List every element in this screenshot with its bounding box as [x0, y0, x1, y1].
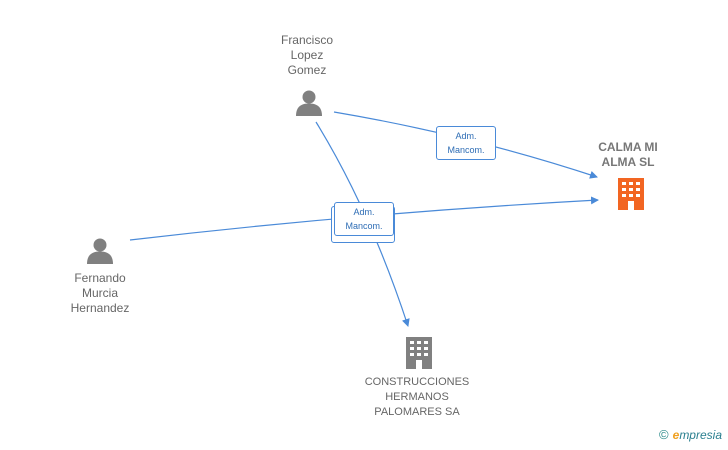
building-icon-calma[interactable] — [615, 176, 647, 210]
person-icon-francisco[interactable] — [295, 88, 323, 116]
copyright-icon: © — [659, 427, 669, 442]
company-label-construcciones: CONSTRUCCIONES HERMANOS PALOMARES SA — [364, 376, 470, 418]
person-label-fernando: Fernando Murcia Hernandez — [70, 271, 130, 315]
brand-logo[interactable]: empresia — [672, 427, 722, 442]
footer-brand: © empresia — [659, 427, 722, 442]
company-label-calma: CALMA MI ALMA SL — [598, 140, 658, 169]
building-icon-construcciones[interactable] — [403, 335, 435, 369]
person-icon-fernando[interactable] — [86, 236, 114, 264]
person-label-francisco: Francisco Lopez Gomez — [280, 33, 333, 77]
edge-badge-francisco-calma[interactable]: Adm. Mancom. — [436, 126, 496, 160]
edge-badge-fernando-calma[interactable]: Adm. Mancom. — [334, 202, 394, 236]
